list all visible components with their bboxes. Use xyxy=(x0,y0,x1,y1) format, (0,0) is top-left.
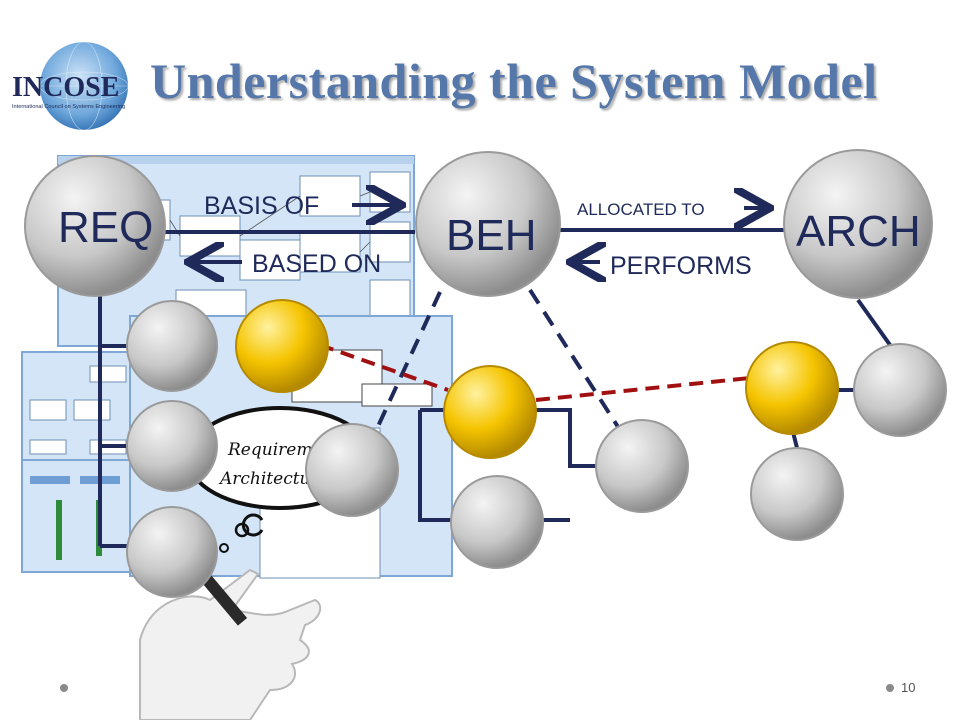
decomposition-dashes xyxy=(366,288,622,449)
incose-logo-subtitle: International Council on Systems Enginee… xyxy=(12,104,125,110)
allocation-dashes xyxy=(319,343,751,402)
page-number: 10 xyxy=(901,680,916,695)
arch-child-node xyxy=(750,447,844,541)
node-beh: BEH xyxy=(415,151,561,297)
relation-based-on: BASED ON xyxy=(252,250,381,278)
relation-allocated-to: ALLOCATED TO xyxy=(577,200,705,219)
req-child-node xyxy=(126,300,218,392)
beh-selected-node xyxy=(443,365,537,459)
footer-dot-right xyxy=(886,684,894,692)
bubble-text-architecture: Architecture xyxy=(218,469,329,489)
req-child-node xyxy=(126,506,218,598)
req-child-node xyxy=(126,400,218,492)
relation-performs: PERFORMS xyxy=(610,252,752,280)
incose-logo-text: INCOSE xyxy=(12,72,119,103)
req-selected-node xyxy=(235,299,329,393)
beh-child-node xyxy=(450,475,544,569)
relation-basis-of: BASIS OF xyxy=(204,192,319,220)
arch-child-node xyxy=(853,343,947,437)
req-grandchild-node xyxy=(305,423,399,517)
beh-child-node xyxy=(595,419,689,513)
node-arch: ARCH xyxy=(783,149,933,299)
arch-selected-node xyxy=(745,341,839,435)
node-arch-label: ARCH xyxy=(796,207,921,256)
sub-nodes xyxy=(126,299,947,598)
node-req-label: REQ xyxy=(58,203,153,252)
slide-title: Understanding the System Model xyxy=(150,53,878,109)
node-beh-label: BEH xyxy=(446,211,536,260)
footer-dot-left xyxy=(60,684,68,692)
incose-logo: INCOSE International Council on Systems … xyxy=(12,41,129,131)
node-req: REQ xyxy=(24,155,166,297)
